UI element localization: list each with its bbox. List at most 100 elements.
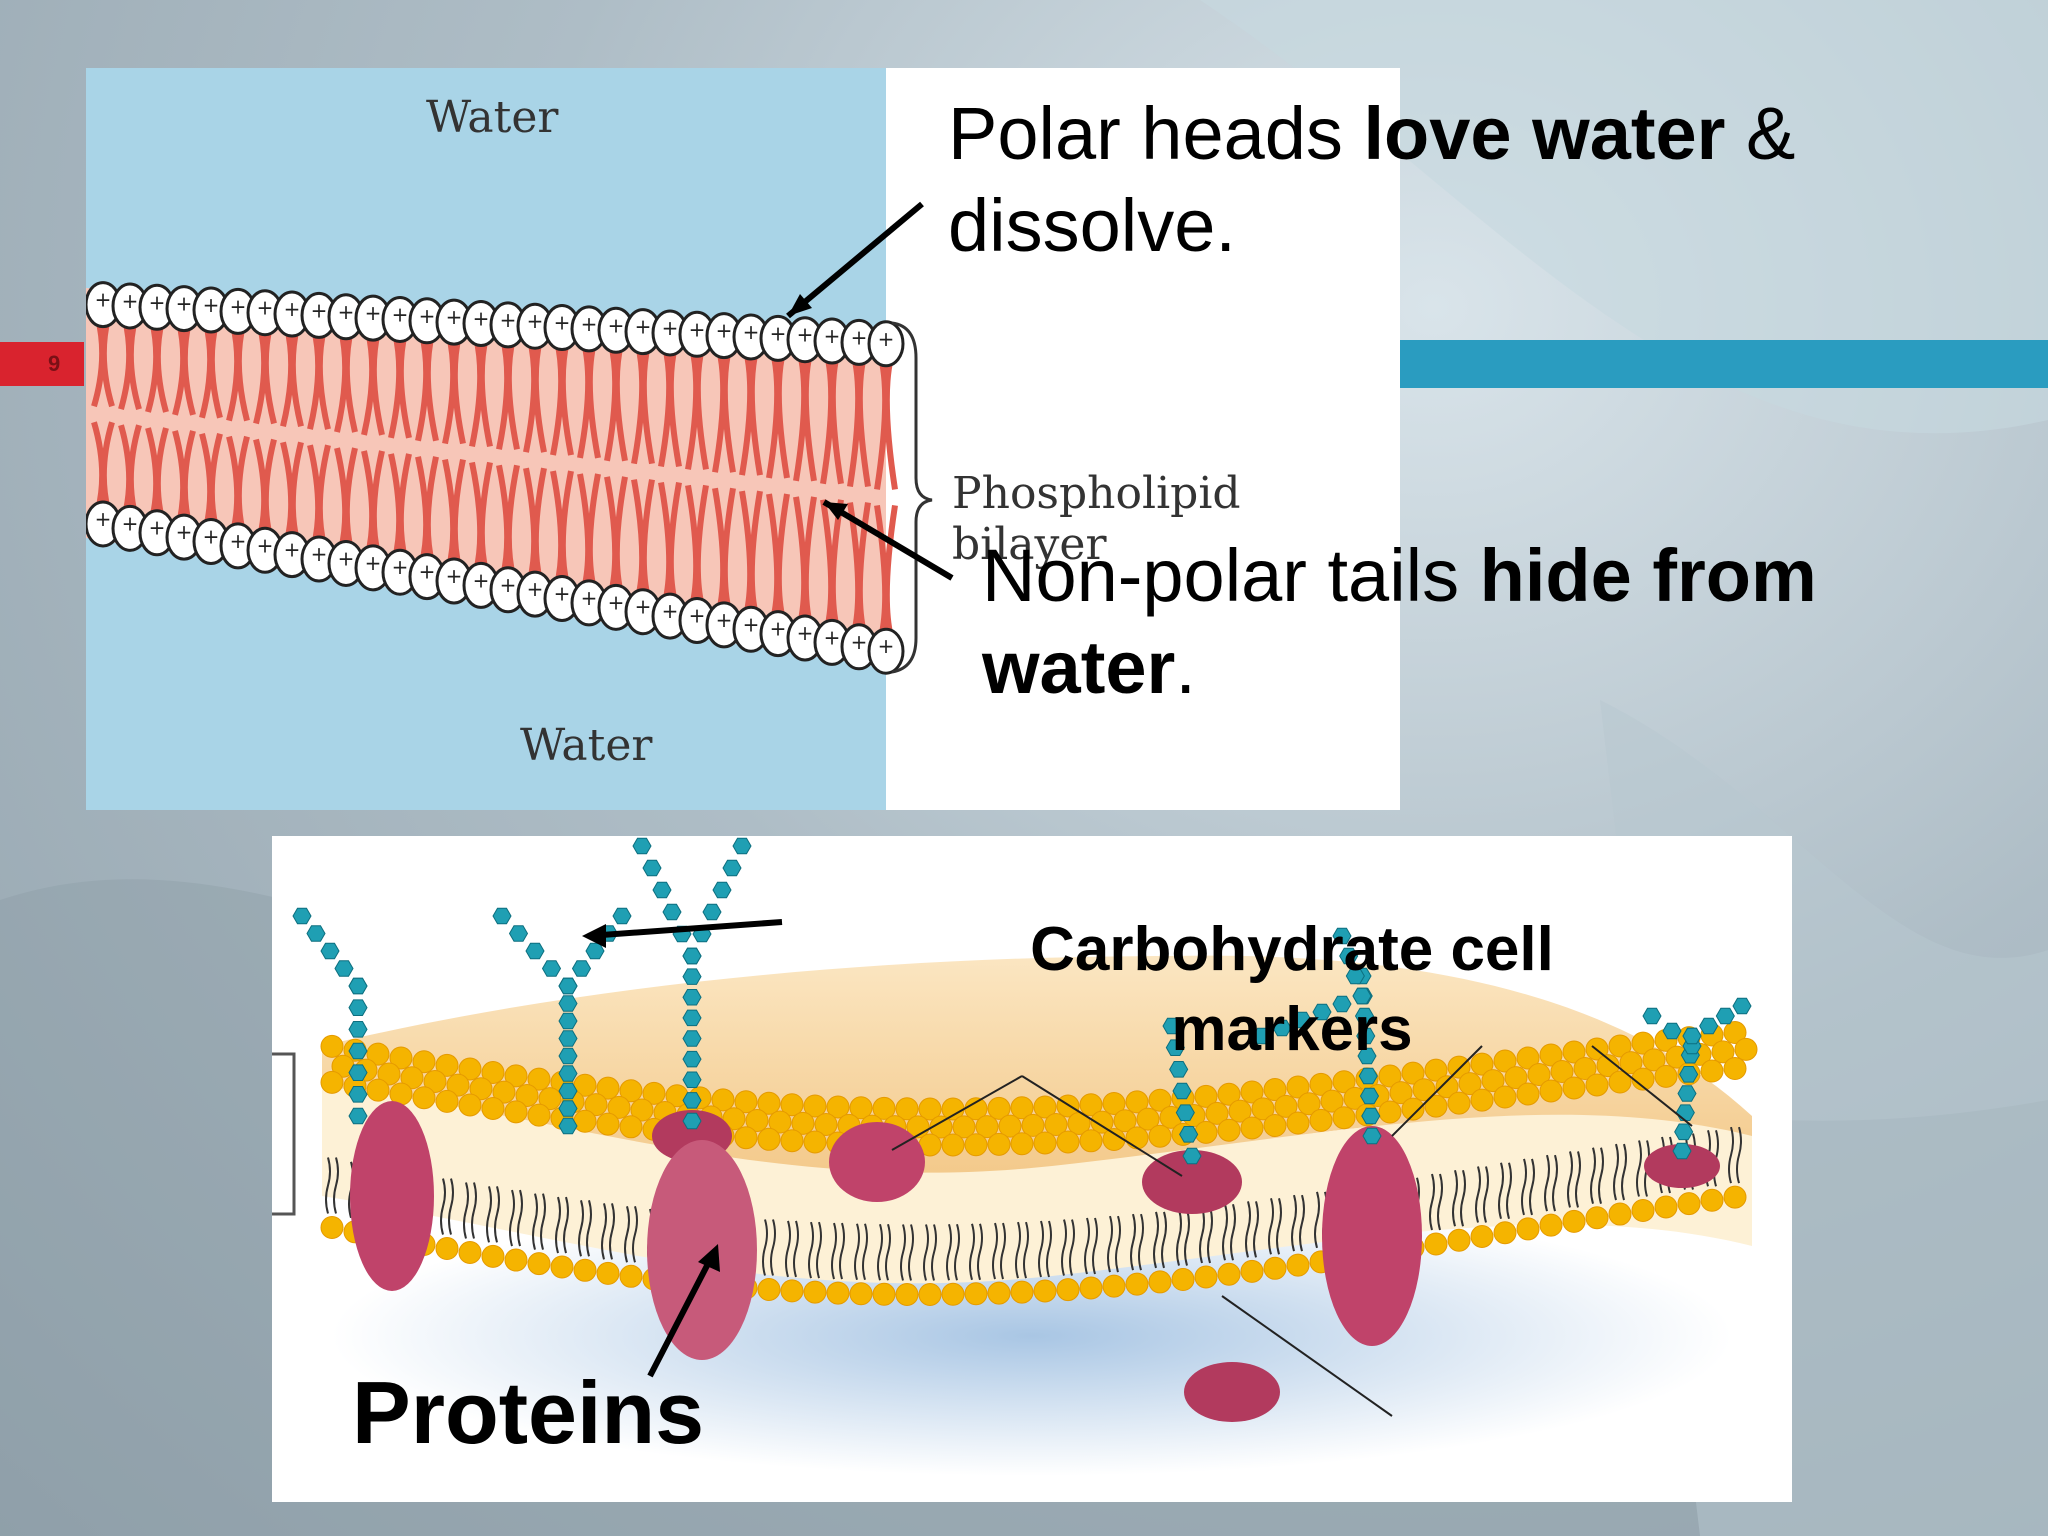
sugar-unit xyxy=(1179,1126,1199,1143)
lipid-head xyxy=(757,1091,781,1115)
lipid-head xyxy=(1079,1093,1103,1117)
sugar-unit xyxy=(1682,1027,1702,1045)
sugar-unit xyxy=(558,1012,578,1030)
sugar-unit xyxy=(662,903,682,921)
sugar-unit xyxy=(348,1086,368,1103)
lipid-head xyxy=(1447,1228,1471,1252)
charge-mark: + xyxy=(176,292,193,316)
lipid-head xyxy=(458,1241,482,1265)
lipid-tail xyxy=(1107,1215,1113,1273)
lipid-head xyxy=(1470,1052,1494,1076)
charge-mark: + xyxy=(446,564,463,588)
charge-mark: + xyxy=(797,621,814,645)
lipid-tail xyxy=(563,1196,569,1254)
sugar-unit xyxy=(1715,1007,1735,1025)
sugar-unit xyxy=(1362,1127,1382,1145)
sugar-unit xyxy=(348,1064,368,1081)
lipid-head xyxy=(722,1107,746,1131)
charge-mark: + xyxy=(797,323,814,347)
lipid-head xyxy=(1700,1188,1724,1212)
lipid-head xyxy=(780,1279,804,1303)
charge-mark: + xyxy=(230,529,247,553)
lipid-tail xyxy=(1084,1217,1090,1275)
lipid-tail xyxy=(555,1196,561,1254)
lipid-tail xyxy=(601,1203,607,1260)
phospholipid-bilayer-diagram: ++++++++++++++++++++++++++++++++++++++++… xyxy=(86,68,1400,810)
lipid-tail xyxy=(1590,1147,1596,1204)
lipid-tail xyxy=(856,355,871,488)
lipid-head xyxy=(1711,1040,1735,1064)
sugar-unit xyxy=(682,1050,702,1068)
slide-number: 9 xyxy=(48,351,61,376)
lipid-tail xyxy=(1575,1151,1581,1208)
lipid-head xyxy=(1033,1279,1057,1303)
lipid-head xyxy=(1309,1072,1333,1096)
lipid-tail xyxy=(802,352,817,482)
nonpolar-text-bold: hide from xyxy=(1479,534,1817,617)
lipid-head xyxy=(987,1281,1011,1305)
sugar-unit xyxy=(1292,1011,1312,1029)
lipid-head xyxy=(1263,1256,1287,1280)
lipid-tail xyxy=(1552,1154,1558,1212)
lipid-head xyxy=(803,1130,827,1154)
lipid-head xyxy=(1010,1096,1034,1120)
sugar-unit xyxy=(558,1100,578,1117)
lipid-head xyxy=(1412,1078,1436,1102)
lipid-head xyxy=(1562,1076,1586,1100)
lipid-head xyxy=(987,1096,1011,1120)
lipid-head xyxy=(642,1081,666,1105)
lipid-tail xyxy=(1598,1147,1604,1204)
carb-arrow-line xyxy=(587,919,783,939)
charge-mark: + xyxy=(95,288,112,312)
lipid-head xyxy=(768,1110,792,1134)
lipid-tail xyxy=(1498,1162,1504,1219)
lipid-head xyxy=(1194,1120,1218,1144)
lipid-head xyxy=(895,1097,919,1121)
sugar-unit xyxy=(541,960,562,977)
lipid-head xyxy=(1286,1075,1310,1099)
sugar-unit xyxy=(1169,1061,1189,1078)
marker-line-4 xyxy=(1591,1045,1693,1127)
lipid-head xyxy=(1424,1094,1448,1118)
lipid-head xyxy=(435,1053,459,1077)
lipid-tail xyxy=(667,346,682,468)
lipid-head xyxy=(895,1283,919,1307)
lipid-tail xyxy=(1061,1219,1067,1276)
lipid-tail xyxy=(908,1224,914,1281)
lipid-tail xyxy=(802,496,817,625)
lipid-head xyxy=(1125,1272,1149,1296)
charge-mark: + xyxy=(581,586,598,610)
charge-mark: + xyxy=(662,599,679,623)
lipid-tail xyxy=(762,1219,768,1276)
charge-mark: + xyxy=(95,507,112,531)
polar-arrowhead xyxy=(788,294,812,316)
lipid-head xyxy=(1734,1037,1758,1061)
sugar-unit xyxy=(1675,1104,1695,1121)
charge-mark: + xyxy=(554,311,571,335)
lipid-tail xyxy=(333,1157,339,1214)
polar-arrow-line xyxy=(786,201,924,319)
sugar-unit xyxy=(1357,1047,1377,1065)
sugar-unit xyxy=(1354,1007,1375,1025)
lipid-tail xyxy=(667,481,682,603)
charge-mark: + xyxy=(149,516,166,540)
lipid-tail xyxy=(808,1221,814,1279)
lipid-tail xyxy=(969,1223,975,1281)
lipid-head xyxy=(1723,1021,1747,1045)
lipid-tail xyxy=(839,1222,845,1280)
lipid-tail xyxy=(578,1200,584,1257)
lipid-tail xyxy=(540,1193,546,1250)
charge-mark: + xyxy=(338,546,355,570)
lipid-head xyxy=(952,1115,976,1139)
lipid-tail xyxy=(954,1223,960,1281)
sugar-unit xyxy=(1312,1003,1332,1021)
charge-mark: + xyxy=(581,312,598,336)
water-top-label: Water xyxy=(426,92,559,143)
lipid-head xyxy=(791,1111,815,1135)
lipid-head xyxy=(630,1098,654,1122)
lipid-tail xyxy=(494,1186,500,1243)
lipid-head xyxy=(1378,1064,1402,1088)
lipid-tail xyxy=(885,1223,891,1281)
charge-mark: + xyxy=(392,302,409,326)
sugar-unit xyxy=(348,999,368,1016)
